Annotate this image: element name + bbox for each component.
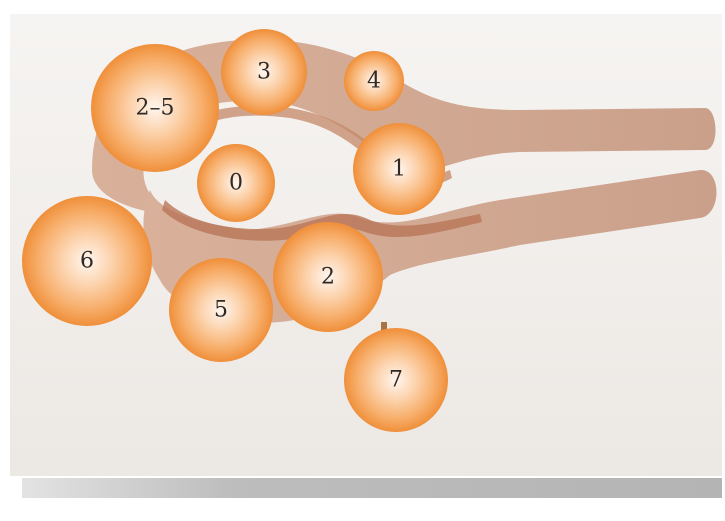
marker-label: 5 (214, 298, 228, 323)
marker-label: 2 (321, 265, 335, 290)
marker-1: 1 (353, 123, 445, 215)
marker-label: 4 (367, 69, 381, 94)
marker-label: 3 (257, 60, 271, 85)
marker-label: 6 (80, 249, 94, 274)
marker-label: 0 (229, 171, 243, 196)
marker-6: 6 (22, 196, 152, 326)
marker-0: 0 (197, 144, 275, 222)
marker-7: 7 (344, 328, 448, 432)
marker-2: 2 (273, 222, 383, 332)
marker-label: 1 (392, 157, 406, 182)
marker-2-5: 2–5 (91, 44, 219, 172)
marker-label: 2–5 (136, 96, 175, 121)
marker-5: 5 (169, 258, 273, 362)
marker-4: 4 (344, 51, 404, 111)
marker-3: 3 (221, 29, 307, 115)
marker-label: 7 (389, 368, 403, 393)
bottom-shadow-bar (22, 478, 722, 498)
